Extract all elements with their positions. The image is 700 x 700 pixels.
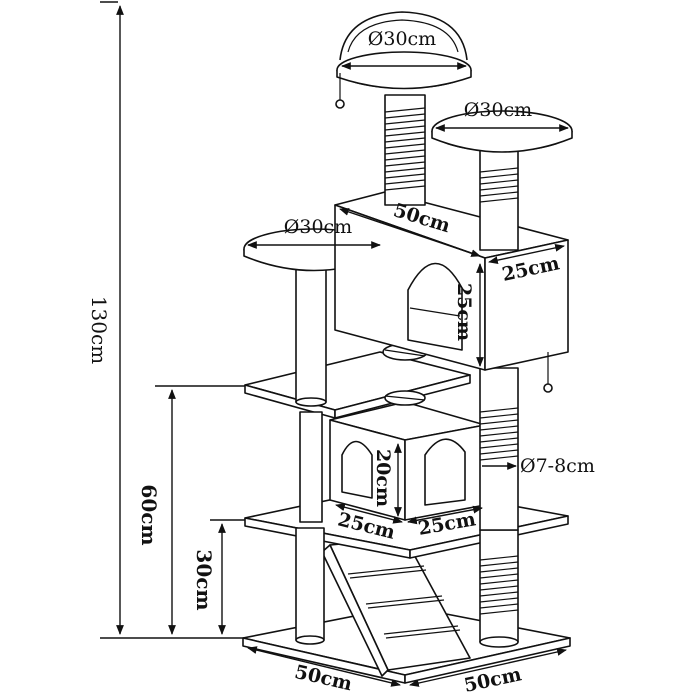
cube-cave [329,401,486,521]
cube-height-label: 20cm [372,449,394,507]
left-tall-post [295,261,327,407]
height-30-label: 30cm [192,549,216,610]
left-post-lower [295,527,325,645]
house-height-label: 25cm [453,283,475,341]
height-60-label: 60cm [137,484,161,545]
top-sisal-post-right [479,147,519,251]
total-height-label: 130cm [87,296,111,364]
right-platform-diameter-label: Ø30cm [464,99,532,121]
hanging-toy-right [543,352,553,393]
top-bed [336,11,472,90]
ramp [321,537,471,677]
right-sisal-post-lower [479,529,519,648]
post-diameter-label: Ø7-8cm [520,455,595,477]
hanging-toy-left [335,73,345,109]
dimension-lines [100,1,569,687]
left-platform-diameter-label: Ø30cm [284,216,352,238]
top-bed-diameter-label: Ø30cm [368,28,436,50]
top-sisal-post-left [384,94,426,206]
right-sisal-post-middle [479,367,519,531]
